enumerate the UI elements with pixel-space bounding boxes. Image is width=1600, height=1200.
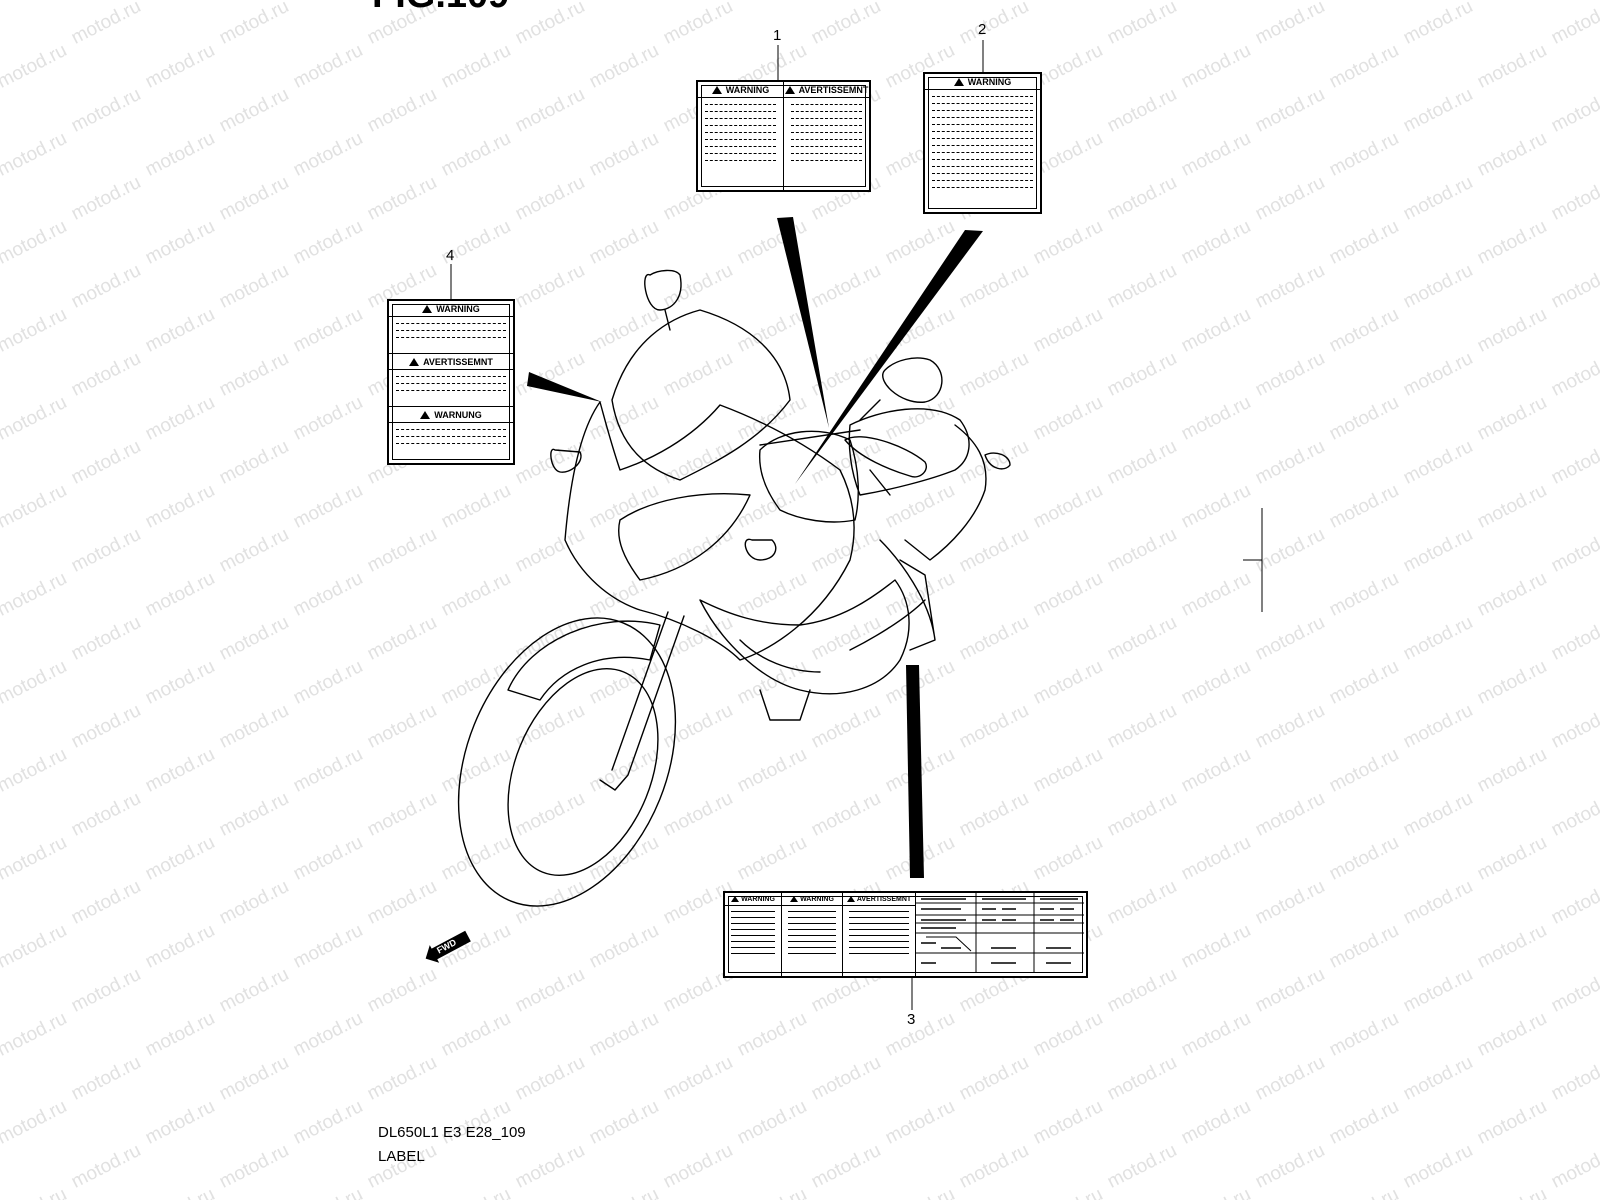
rear-frame — [879, 539, 936, 651]
label-1: WARNING AVERTISSEMNT — [696, 80, 871, 192]
label-2: WARNING — [923, 72, 1042, 214]
front-fork — [599, 611, 685, 791]
figure-title: FIG.109 — [372, 0, 509, 17]
label-3-col-3: AVERTISSEMNT — [843, 893, 916, 976]
warning-triangle-icon — [422, 305, 433, 313]
callout-2: 2 — [978, 21, 987, 38]
warning-triangle-icon — [711, 86, 722, 94]
exhaust — [849, 599, 926, 651]
handlebar — [759, 429, 927, 496]
fuel-tank — [758, 430, 859, 523]
leader-4 — [527, 372, 602, 402]
tail-section — [904, 424, 987, 561]
fwd-arrow-icon — [425, 930, 471, 963]
warning-triangle-icon — [409, 358, 420, 366]
label-3-header-1: WARNING — [741, 896, 775, 903]
leader-1 — [777, 217, 829, 428]
warning-triangle-icon — [784, 86, 795, 94]
front-wheel — [457, 617, 677, 907]
label-1-right-column: AVERTISSEMNT — [784, 82, 869, 190]
label-3-table-grid — [916, 893, 1084, 972]
callout-3: 3 — [907, 1011, 916, 1028]
warning-triangle-icon — [953, 78, 964, 86]
model-code: DL650L1 E3 E28_109 — [378, 1124, 526, 1141]
label-3-col-2: WARNING — [782, 893, 843, 976]
leader-3 — [906, 665, 924, 878]
warning-triangle-icon — [731, 896, 740, 902]
turn-signal-right — [744, 538, 777, 561]
tail-light — [984, 452, 1011, 470]
front-fender — [507, 620, 661, 701]
leader-wedges — [527, 217, 983, 878]
label-1-right-header: AVERTISSEMNT — [798, 85, 869, 95]
label-4-section-warnung: WARNUNG — [389, 407, 513, 444]
label-1-left-column: WARNING — [698, 82, 784, 190]
label-3-col-1: WARNING — [725, 893, 782, 976]
label-2-header: WARNING — [967, 77, 1012, 87]
label-3-table-area — [916, 893, 1086, 976]
callout-1: 1 — [773, 27, 782, 44]
label-4-section-warning: WARNING — [389, 301, 513, 354]
fairing — [564, 401, 855, 661]
label-4: WARNING AVERTISSEMNT WARNUNG — [387, 299, 515, 465]
label-4-header-1: WARNING — [436, 304, 480, 314]
warning-triangle-icon — [420, 411, 431, 419]
left-mirror — [644, 269, 682, 331]
label-4-section-avertissemnt: AVERTISSEMNT — [389, 354, 513, 407]
callout-4: 4 — [446, 247, 455, 264]
fairing-insert — [618, 493, 751, 581]
windscreen — [611, 309, 791, 481]
leader-2 — [795, 230, 983, 484]
seat — [848, 408, 970, 496]
turn-signal-left — [550, 448, 582, 473]
label-3-header-3: AVERTISSEMNT — [856, 896, 912, 903]
fwd-marker: FWD — [420, 926, 472, 969]
label-3: WARNING WARNING AVERTISSEMNT — [723, 891, 1088, 978]
warning-triangle-icon — [790, 896, 799, 902]
engine-detail — [739, 639, 821, 721]
label-4-header-3: WARNUNG — [434, 410, 482, 420]
label-3-header-2: WARNING — [800, 896, 834, 903]
figure-name: LABEL — [378, 1148, 425, 1165]
label-1-left-header: WARNING — [725, 85, 770, 95]
warning-triangle-icon — [846, 896, 855, 902]
label-4-header-2: AVERTISSEMNT — [423, 357, 493, 367]
right-mirror — [859, 357, 943, 421]
engine — [699, 579, 910, 695]
